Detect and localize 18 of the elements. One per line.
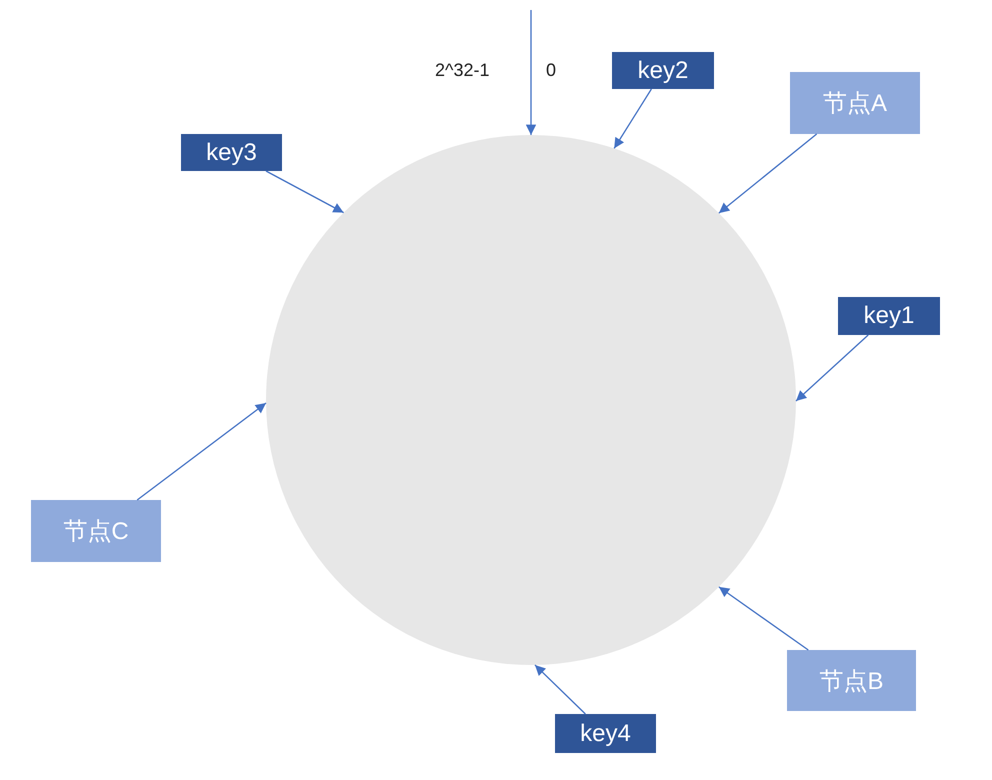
arrow: [796, 334, 869, 402]
range-label: 2^32-1: [435, 60, 490, 81]
key-box: key4: [555, 714, 656, 753]
key-box: key3: [181, 134, 282, 171]
key-box: key2: [612, 52, 714, 89]
arrow: [534, 664, 586, 714]
arrow: [266, 170, 344, 214]
arrow: [614, 88, 652, 149]
arrow: [526, 10, 536, 135]
hash-ring-circle: [266, 135, 796, 665]
arrow: [136, 402, 266, 501]
arrow: [718, 134, 818, 214]
server-node-box: 节点A: [790, 72, 920, 134]
server-node-box: 节点B: [787, 650, 916, 711]
key-box: key1: [838, 297, 940, 335]
arrow: [718, 586, 809, 651]
server-node-box: 节点C: [31, 500, 161, 562]
range-label: 0: [546, 60, 556, 81]
